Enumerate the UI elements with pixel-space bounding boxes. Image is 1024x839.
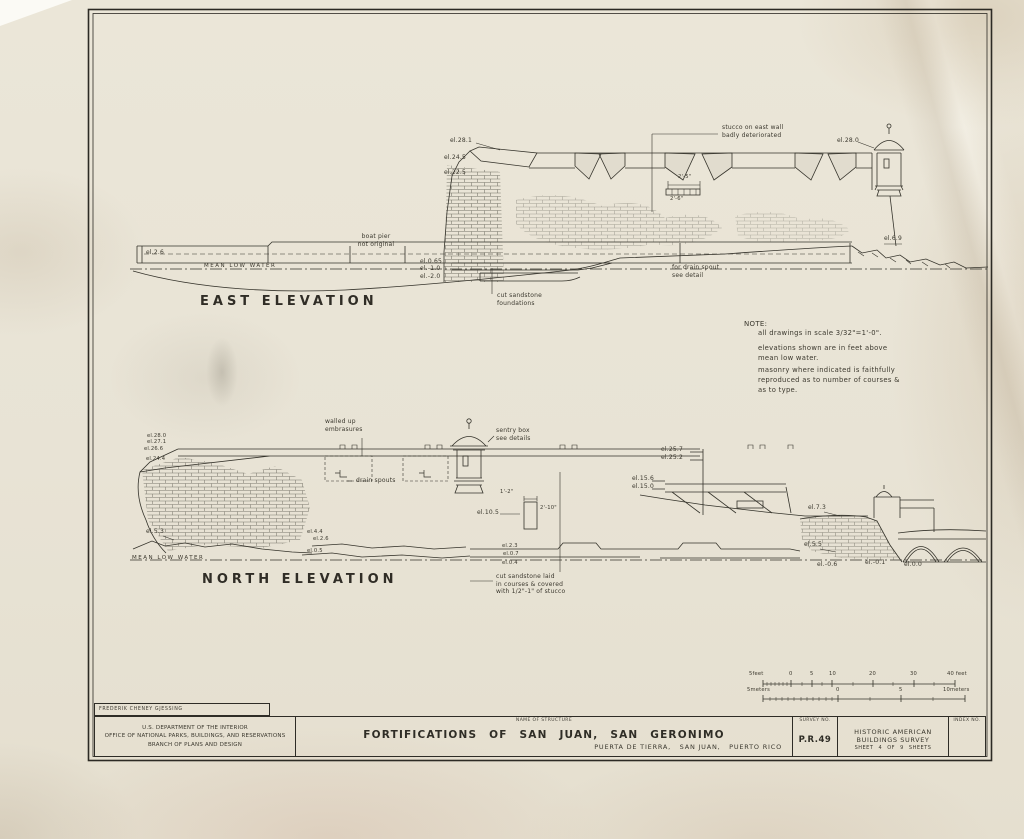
elevation-callout: el.7.3 <box>808 504 827 511</box>
east-elevation-title: EAST ELEVATION <box>200 294 378 309</box>
drain-spouts-note: drain spouts <box>356 477 396 484</box>
elevation-callout: el.2.6 <box>313 536 329 542</box>
elevation-callout: el.0.5 <box>307 548 323 554</box>
sentry-box-note: sentry box see details <box>496 427 531 442</box>
name-of-structure-label: NAME OF STRUCTURE <box>515 718 573 723</box>
dimension-label: 1'-2" <box>500 489 514 495</box>
elevation-callout: el.15.0 <box>632 483 655 490</box>
note-heading: NOTE: <box>744 320 768 328</box>
scale-feet-right: 40 feet <box>947 671 967 677</box>
walled-up-note: walled up embrasures <box>325 418 363 433</box>
elevation-callout: el.26.6 <box>144 446 164 452</box>
elevation-callout: el.24.4 <box>146 456 166 462</box>
elevation-callout: el.24.5 <box>444 154 467 161</box>
elevation-callout: el.-1.0 <box>420 265 441 272</box>
sheet-count: SHEET 4 OF 9 SHEETS <box>854 744 932 751</box>
elevation-callout: el.10.5 <box>477 509 500 516</box>
agency-cell: U.S. DEPARTMENT OF THE INTERIOR OFFICE O… <box>95 717 295 756</box>
elevation-callout: el.0.65 <box>420 258 443 265</box>
elevation-callout: el.-0.1 <box>865 559 886 566</box>
scale-meters-0: 0 <box>836 687 840 693</box>
dimension-label: 2'-6" <box>670 196 684 202</box>
elevation-callout: el.28.0 <box>147 433 167 439</box>
agency-line3: BRANCH OF PLANS AND DESIGN <box>147 741 243 748</box>
index-number-label: INDEX NO. <box>953 718 981 723</box>
drain-spout-note: for drain spout see detail <box>672 264 720 279</box>
elevation-callout: el.28.0 <box>837 137 860 144</box>
north-elevation-title: NORTH ELEVATION <box>202 572 398 587</box>
scale-bars <box>762 680 966 702</box>
index-number-cell: INDEX NO. <box>948 717 985 756</box>
elevation-callout: el.5.5 <box>804 541 823 548</box>
elevation-callout: el.5.3 <box>146 528 165 535</box>
cut-sandstone-note: cut sandstone foundations <box>497 292 543 307</box>
habs-cell: HISTORIC AMERICAN BUILDINGS SURVEY SHEET… <box>837 717 948 756</box>
east-elevation-drawing <box>130 123 989 294</box>
elevation-callout: el.0.4 <box>502 560 518 566</box>
scale-feet-5: 5 <box>810 671 814 677</box>
note-scale: all drawings in scale 3/32"=1'-0". <box>758 329 882 337</box>
elevation-callout: el.-2.0 <box>420 273 441 280</box>
elevation-callout: el.28.1 <box>450 137 473 144</box>
dimension-label: 2'-10" <box>540 505 557 511</box>
elevation-callout: el.15.6 <box>632 475 655 482</box>
mean-low-water-label: MEAN LOW WATER <box>204 263 277 269</box>
structure-name-cell: NAME OF STRUCTURE FORTIFICATIONS OF SAN … <box>295 717 792 756</box>
elevation-callout: el.4.4 <box>307 529 323 535</box>
boat-pier-note: boat pier not original <box>357 233 395 248</box>
agency-line2: OFFICE OF NATIONAL PARKS, BUILDINGS, AND… <box>104 733 286 740</box>
delineator-strip: FREDERIK CHENEY GJESSING <box>94 703 270 716</box>
survey-number-cell: SURVEY NO. P.R.49 <box>792 717 837 756</box>
scale-meters-5: 5 <box>899 687 903 693</box>
habs-line2: BUILDINGS SURVEY <box>856 735 930 744</box>
elevation-callout: el.25.7 <box>661 446 684 453</box>
structure-location: PUERTA DE TIERRA, SAN JUAN, PUERTO RICO <box>594 742 782 751</box>
dimension-label: 2'-5" <box>678 174 692 180</box>
scale-feet-20: 20 <box>869 671 877 677</box>
structure-name: FORTIFICATIONS OF SAN JUAN, SAN GERONIMO <box>363 728 725 741</box>
delineator-name: FREDERIK CHENEY GJESSING <box>99 707 183 712</box>
mean-low-water-label: MEAN LOW WATER <box>132 555 205 561</box>
survey-number: P.R.49 <box>798 735 832 745</box>
scale-feet-0: 0 <box>789 671 793 677</box>
elevation-callout: el.-0.6 <box>817 561 838 568</box>
stucco-note: stucco on east wall badly deteriorated <box>722 124 784 139</box>
elevation-callout: el.2.3 <box>502 543 518 549</box>
scale-feet-left: 5feet <box>749 671 764 677</box>
elevation-callout: el.0.0 <box>904 561 923 568</box>
elevation-callout: el.0.7 <box>503 551 519 557</box>
note-elevations: elevations shown are in feet above mean … <box>758 344 888 362</box>
north-elevation-drawing <box>130 418 987 582</box>
title-block: U.S. DEPARTMENT OF THE INTERIOR OFFICE O… <box>94 716 986 757</box>
scale-feet-30: 30 <box>910 671 918 677</box>
agency-line1: U.S. DEPARTMENT OF THE INTERIOR <box>142 725 248 732</box>
elevation-callout: el.6.9 <box>884 235 903 242</box>
elevation-callout: el.22.5 <box>444 169 467 176</box>
scale-meters-left: 5meters <box>747 687 771 693</box>
habs-line1: HISTORIC AMERICAN <box>854 727 932 736</box>
elevation-callout: el.25.2 <box>661 454 684 461</box>
scale-meters-right: 10meters <box>943 687 970 693</box>
survey-number-label: SURVEY NO. <box>799 718 831 723</box>
cut-stucco-note: cut sandstone laid in courses & covered … <box>496 573 566 595</box>
elevation-callout: el.27.1 <box>147 439 167 445</box>
note-masonry: masonry where indicated is faithfully re… <box>758 366 900 394</box>
elevation-callout: el.2.6 <box>146 249 165 256</box>
scale-feet-10: 10 <box>829 671 837 677</box>
